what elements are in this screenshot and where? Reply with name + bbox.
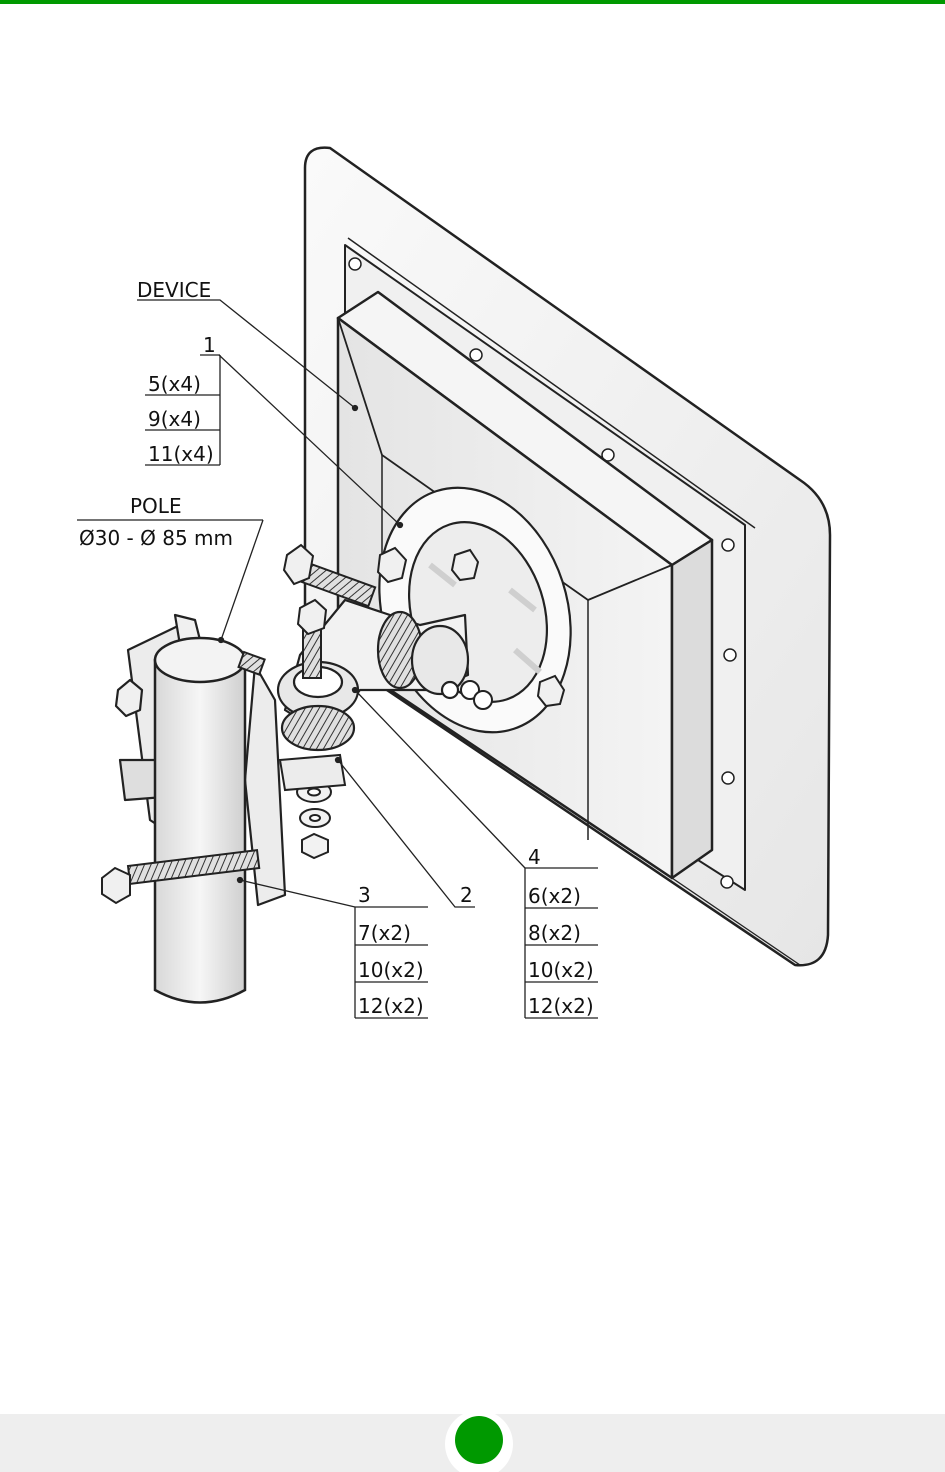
- callout-1-qty: 5(x4): [148, 372, 201, 396]
- callout-4-qty: 8(x2): [528, 921, 581, 945]
- pole-label: POLE: [130, 494, 182, 518]
- callout-4-qty: 12(x2): [528, 994, 594, 1018]
- callout-4-qty: 10(x2): [528, 958, 594, 982]
- callout-4-item: 4: [528, 845, 541, 869]
- callout-1-item: 1: [203, 333, 216, 357]
- callout-1-qty: 9(x4): [148, 407, 201, 431]
- device-callout: DEVICE: [137, 278, 211, 302]
- callout-4-qty: 6(x2): [528, 884, 581, 908]
- pole-range-label: Ø30 - Ø 85 mm: [79, 526, 233, 550]
- device-label: DEVICE: [137, 278, 211, 302]
- callout-3-qty: 10(x2): [358, 958, 424, 982]
- callout-3-qty: 12(x2): [358, 994, 424, 1018]
- green-circle-icon: [444, 1412, 514, 1472]
- mount-assembly-diagram: DEVICE 1 5(x4) 9(x4) 11(x4) POLE Ø30 - Ø…: [0, 0, 945, 1410]
- callout-3-item: 3: [358, 883, 371, 907]
- callout-1-qty: 11(x4): [148, 442, 214, 466]
- washers-and-nut: [280, 755, 345, 858]
- pole: [155, 638, 245, 1003]
- callout-2-item: 2: [460, 883, 473, 907]
- callout-3-qty: 7(x2): [358, 921, 411, 945]
